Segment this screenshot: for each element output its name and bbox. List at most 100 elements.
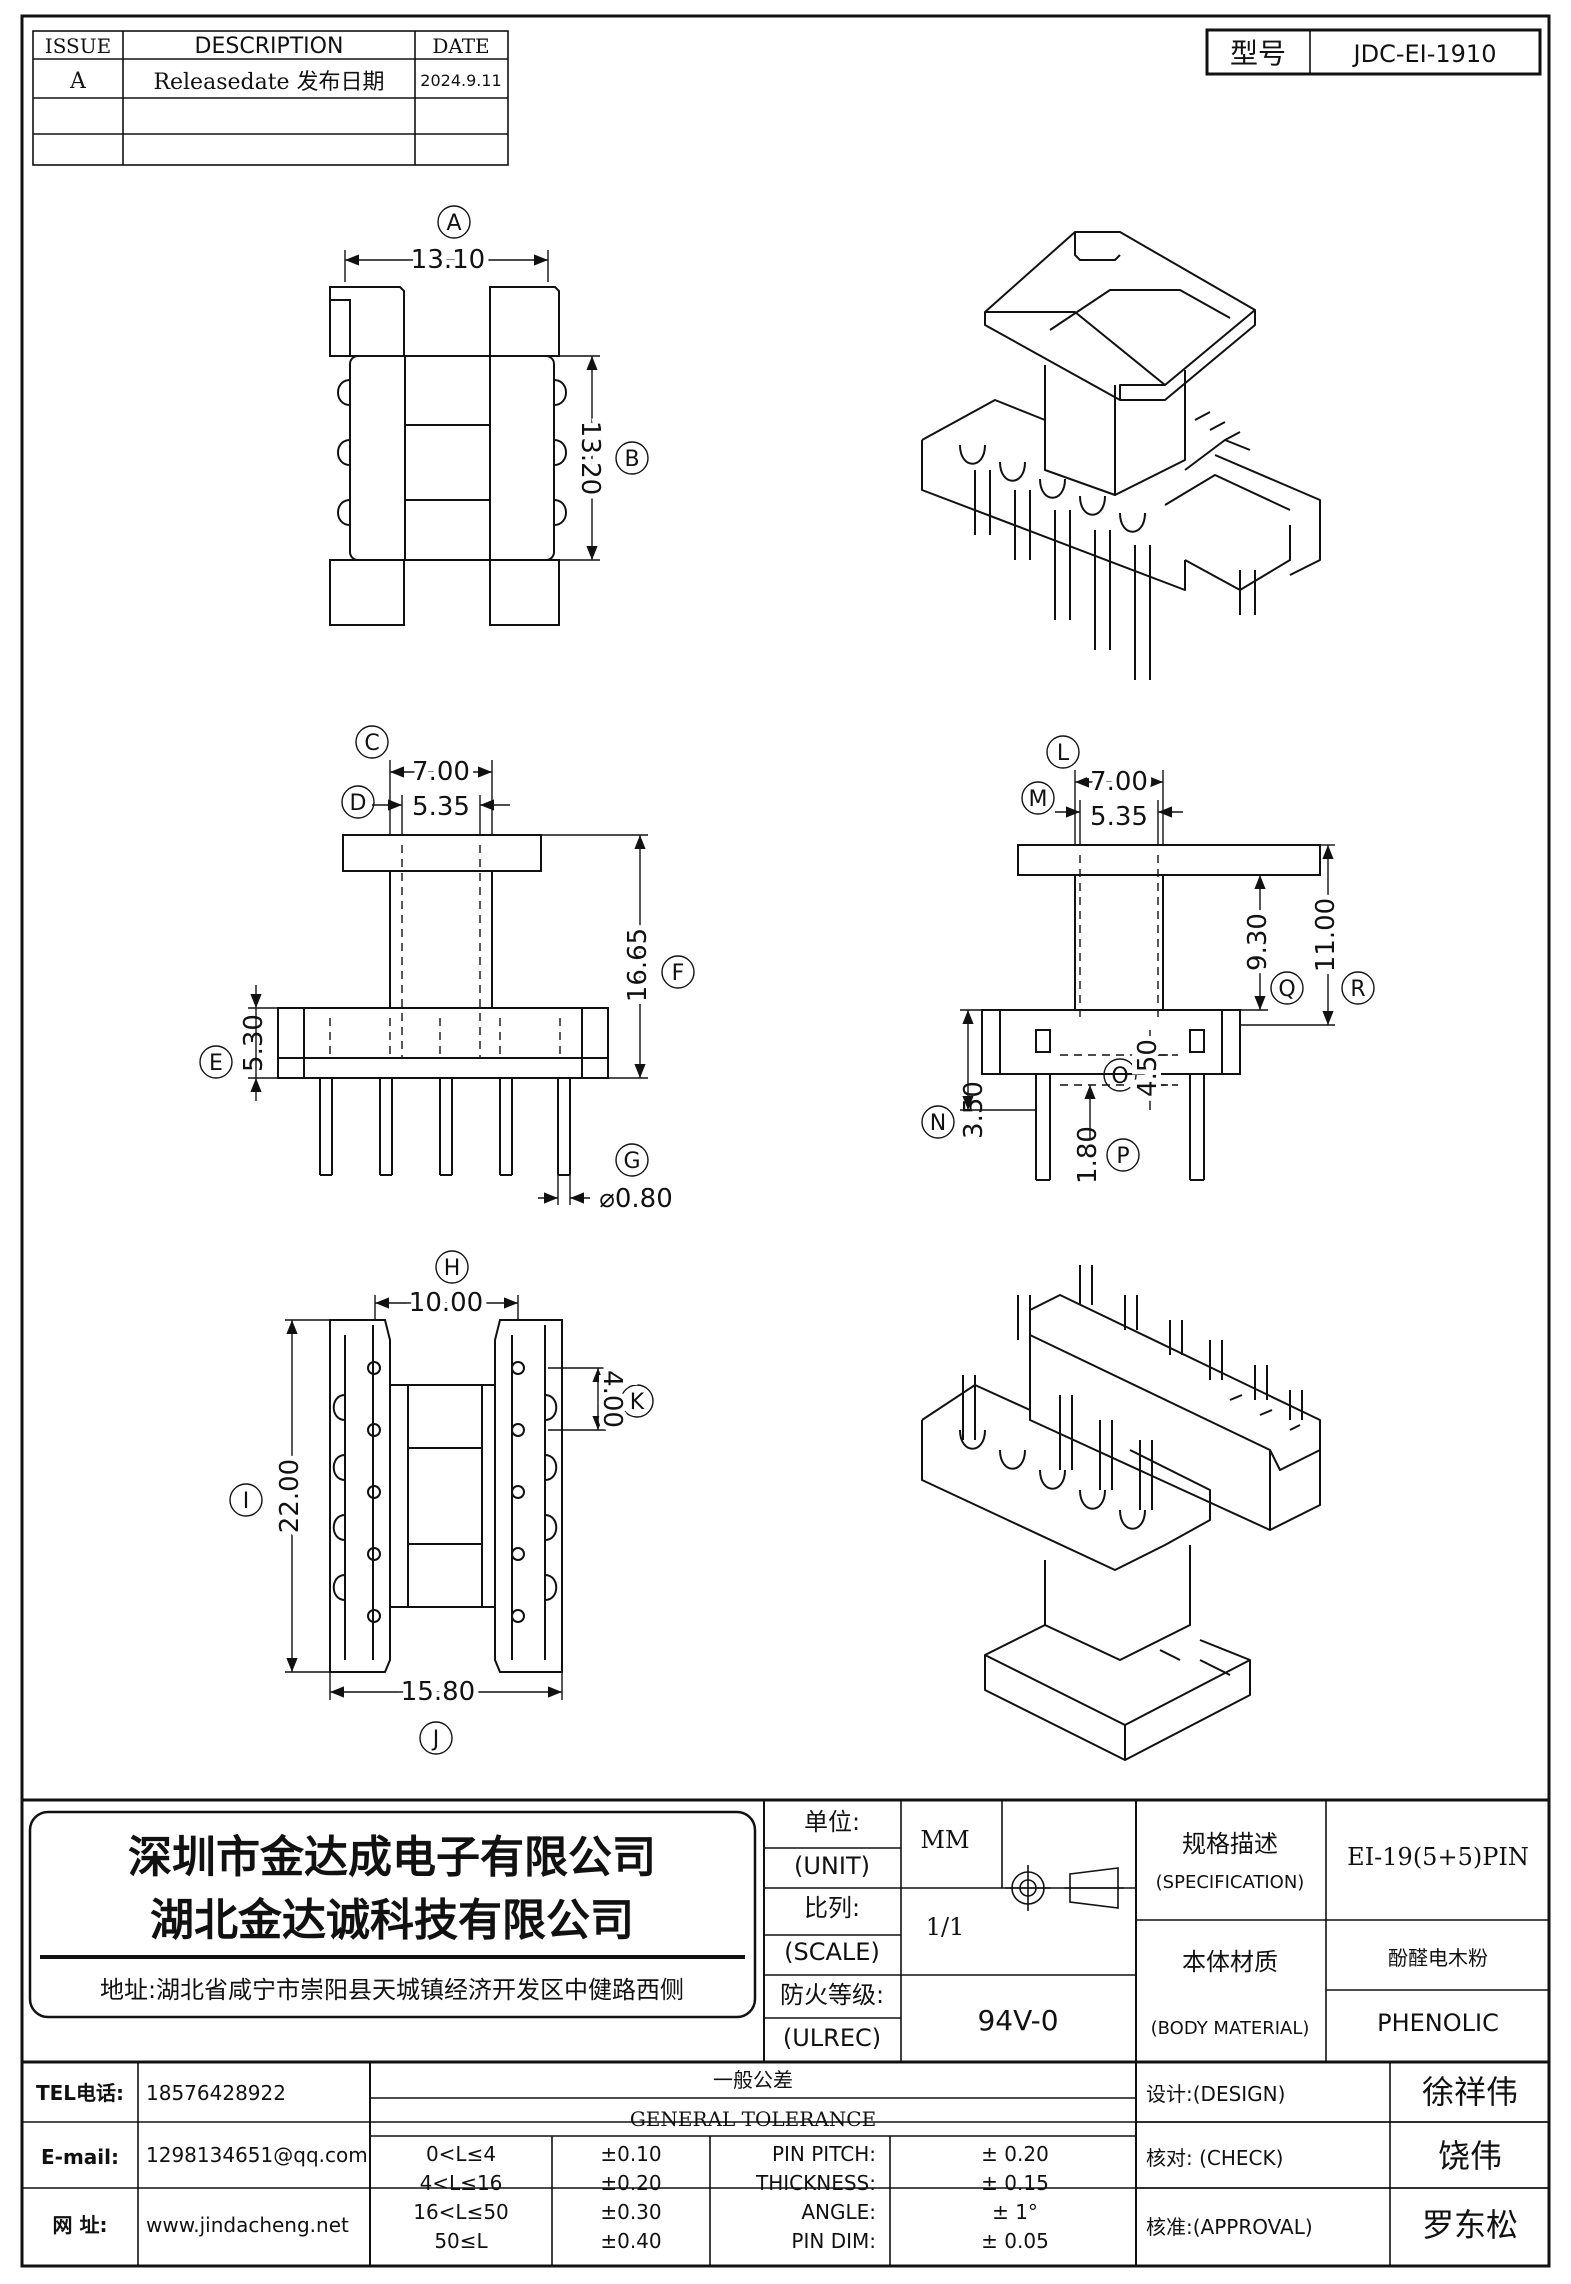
dim-q: 9.30 [1243, 913, 1273, 971]
company-line1: 深圳市金达成电子有限公司 [128, 1832, 656, 1883]
tolerance-title-en: GENERAL TOLERANCE [630, 2107, 876, 2131]
design-name: 徐祥伟 [1422, 2073, 1518, 2111]
label-a: A [446, 211, 461, 236]
spec-thickness-value: ± 0.15 [981, 2171, 1049, 2195]
title-block-lines [22, 1798, 1549, 2266]
dim-r: 11.00 [1311, 898, 1341, 972]
tol-range-4: 50≤L [434, 2229, 488, 2253]
spec-angle-label: ANGLE: [801, 2200, 876, 2224]
tol-range-1: 0<L≤4 [426, 2142, 496, 2166]
label-g: G [623, 1149, 640, 1174]
dim-g: ⌀0.80 [599, 1184, 673, 1214]
dim-n: 3.50 [959, 1081, 989, 1139]
dim-h: 10.00 [409, 1288, 483, 1318]
sheet-border [20, 14, 1551, 2268]
dim-c: 7.00 [412, 757, 470, 787]
material-value-en: PHENOLIC [1377, 2009, 1499, 2037]
spec-value: EI-19(5+5)PIN [1347, 1843, 1529, 1871]
rev-row-issue: A [69, 69, 87, 94]
iso-view-top [921, 231, 1321, 680]
front-view-hidden [329, 845, 561, 1058]
dim-f: 16.65 [623, 928, 653, 1002]
dim-d: 5.35 [412, 792, 470, 822]
spec-pin-pitch-label: PIN PITCH: [772, 2142, 876, 2166]
dim-k: 4.00 [597, 1370, 627, 1428]
dim-l: 7.00 [1090, 767, 1148, 797]
fire-value: 94V-0 [977, 2004, 1058, 2037]
label-j: J [431, 1727, 440, 1752]
front-view [277, 834, 609, 1176]
rev-header-issue: ISSUE [45, 34, 111, 58]
label-k: K [630, 1390, 645, 1415]
check-name: 饶伟 [1438, 2137, 1502, 2175]
side-view-dims [921, 735, 1375, 1172]
approval-label: 核准:(APPROVAL) [1146, 2215, 1313, 2239]
spec-pin-dim-value: ± 0.05 [981, 2229, 1049, 2253]
email-label: E-mail: [41, 2145, 119, 2169]
fire-label-cn: 防火等级: [780, 1981, 884, 2009]
dim-e: 5.30 [239, 1014, 269, 1072]
design-label: 设计:(DESIGN) [1146, 2082, 1285, 2106]
projection-symbol [1005, 1865, 1124, 1911]
spec-pin-pitch-value: ± 0.20 [981, 2142, 1049, 2166]
model-label: 型号 [1230, 37, 1286, 70]
web-value: www.jindacheng.net [146, 2213, 349, 2237]
dim-b: 13.20 [575, 421, 605, 495]
label-l: L [1057, 741, 1070, 766]
unit-label-cn: 单位: [804, 1808, 860, 1836]
rev-row-date: 2024.9.11 [420, 71, 501, 90]
tolerance-title-cn: 一般公差 [713, 2068, 793, 2092]
spec-angle-value: ± 1° [992, 2200, 1038, 2224]
scale-value: 1/1 [926, 1913, 965, 1941]
label-h: H [444, 1256, 461, 1281]
label-e: E [209, 1051, 223, 1076]
fire-label-en: (ULREC) [783, 2024, 881, 2052]
dim-a: 13.10 [411, 245, 485, 275]
material-label-en: (BODY MATERIAL) [1151, 2018, 1310, 2039]
approval-name: 罗东松 [1422, 2206, 1518, 2244]
material-label-cn: 本体材质 [1182, 1948, 1278, 1976]
tel-value: 18576428922 [146, 2081, 286, 2105]
label-f: F [672, 961, 685, 986]
tol-value-1: ±0.10 [600, 2142, 661, 2166]
bottom-view [329, 1319, 563, 1673]
check-label: 核对: (CHECK) [1146, 2146, 1283, 2170]
top-view [329, 286, 567, 626]
rev-row-description: Releasedate 发布日期 [153, 70, 384, 95]
tol-range-2: 4<L≤16 [420, 2171, 503, 2195]
spec-label-cn: 规格描述 [1182, 1830, 1278, 1858]
tol-value-2: ±0.20 [600, 2171, 661, 2195]
web-label: 网 址: [53, 2213, 108, 2237]
label-i: I [243, 1489, 250, 1514]
material-value-cn: 酚醛电木粉 [1388, 1946, 1488, 1970]
spec-label-en: (SPECIFICATION) [1156, 1872, 1305, 1893]
revision-table [32, 30, 509, 166]
dim-j: 15.80 [401, 1677, 475, 1707]
label-b: B [624, 447, 639, 472]
dim-m: 5.35 [1090, 802, 1148, 832]
tol-value-3: ±0.30 [600, 2200, 661, 2224]
rev-header-description: DESCRIPTION [195, 34, 344, 59]
company-address: 地址:湖北省咸宁市崇阳县天城镇经济开发区中健路西侧 [100, 1976, 684, 2004]
email-value: 1298134651@qq.com [146, 2143, 368, 2167]
iso-view-bottom [921, 1265, 1321, 1761]
label-r: R [1350, 977, 1365, 1002]
tel-label: TEL电话: [36, 2081, 124, 2105]
tol-value-4: ±0.40 [600, 2229, 661, 2253]
rev-header-date: DATE [432, 34, 489, 58]
scale-label-en: (SCALE) [784, 1938, 880, 1966]
label-q: Q [1278, 977, 1295, 1002]
model-value: JDC-EI-1910 [1352, 40, 1497, 68]
tol-range-3: 16<L≤50 [413, 2200, 509, 2224]
spec-pin-dim-label: PIN DIM: [791, 2229, 876, 2253]
dim-i: 22.00 [275, 1459, 305, 1533]
unit-label-en: (UNIT) [794, 1852, 870, 1880]
unit-value: MM [920, 1826, 969, 1854]
label-m: M [1029, 787, 1048, 812]
label-n: N [930, 1111, 946, 1136]
scale-label-cn: 比列: [804, 1894, 860, 1922]
label-d: D [350, 791, 367, 816]
model-box [1205, 28, 1542, 76]
dim-p: 1.80 [1073, 1126, 1103, 1184]
